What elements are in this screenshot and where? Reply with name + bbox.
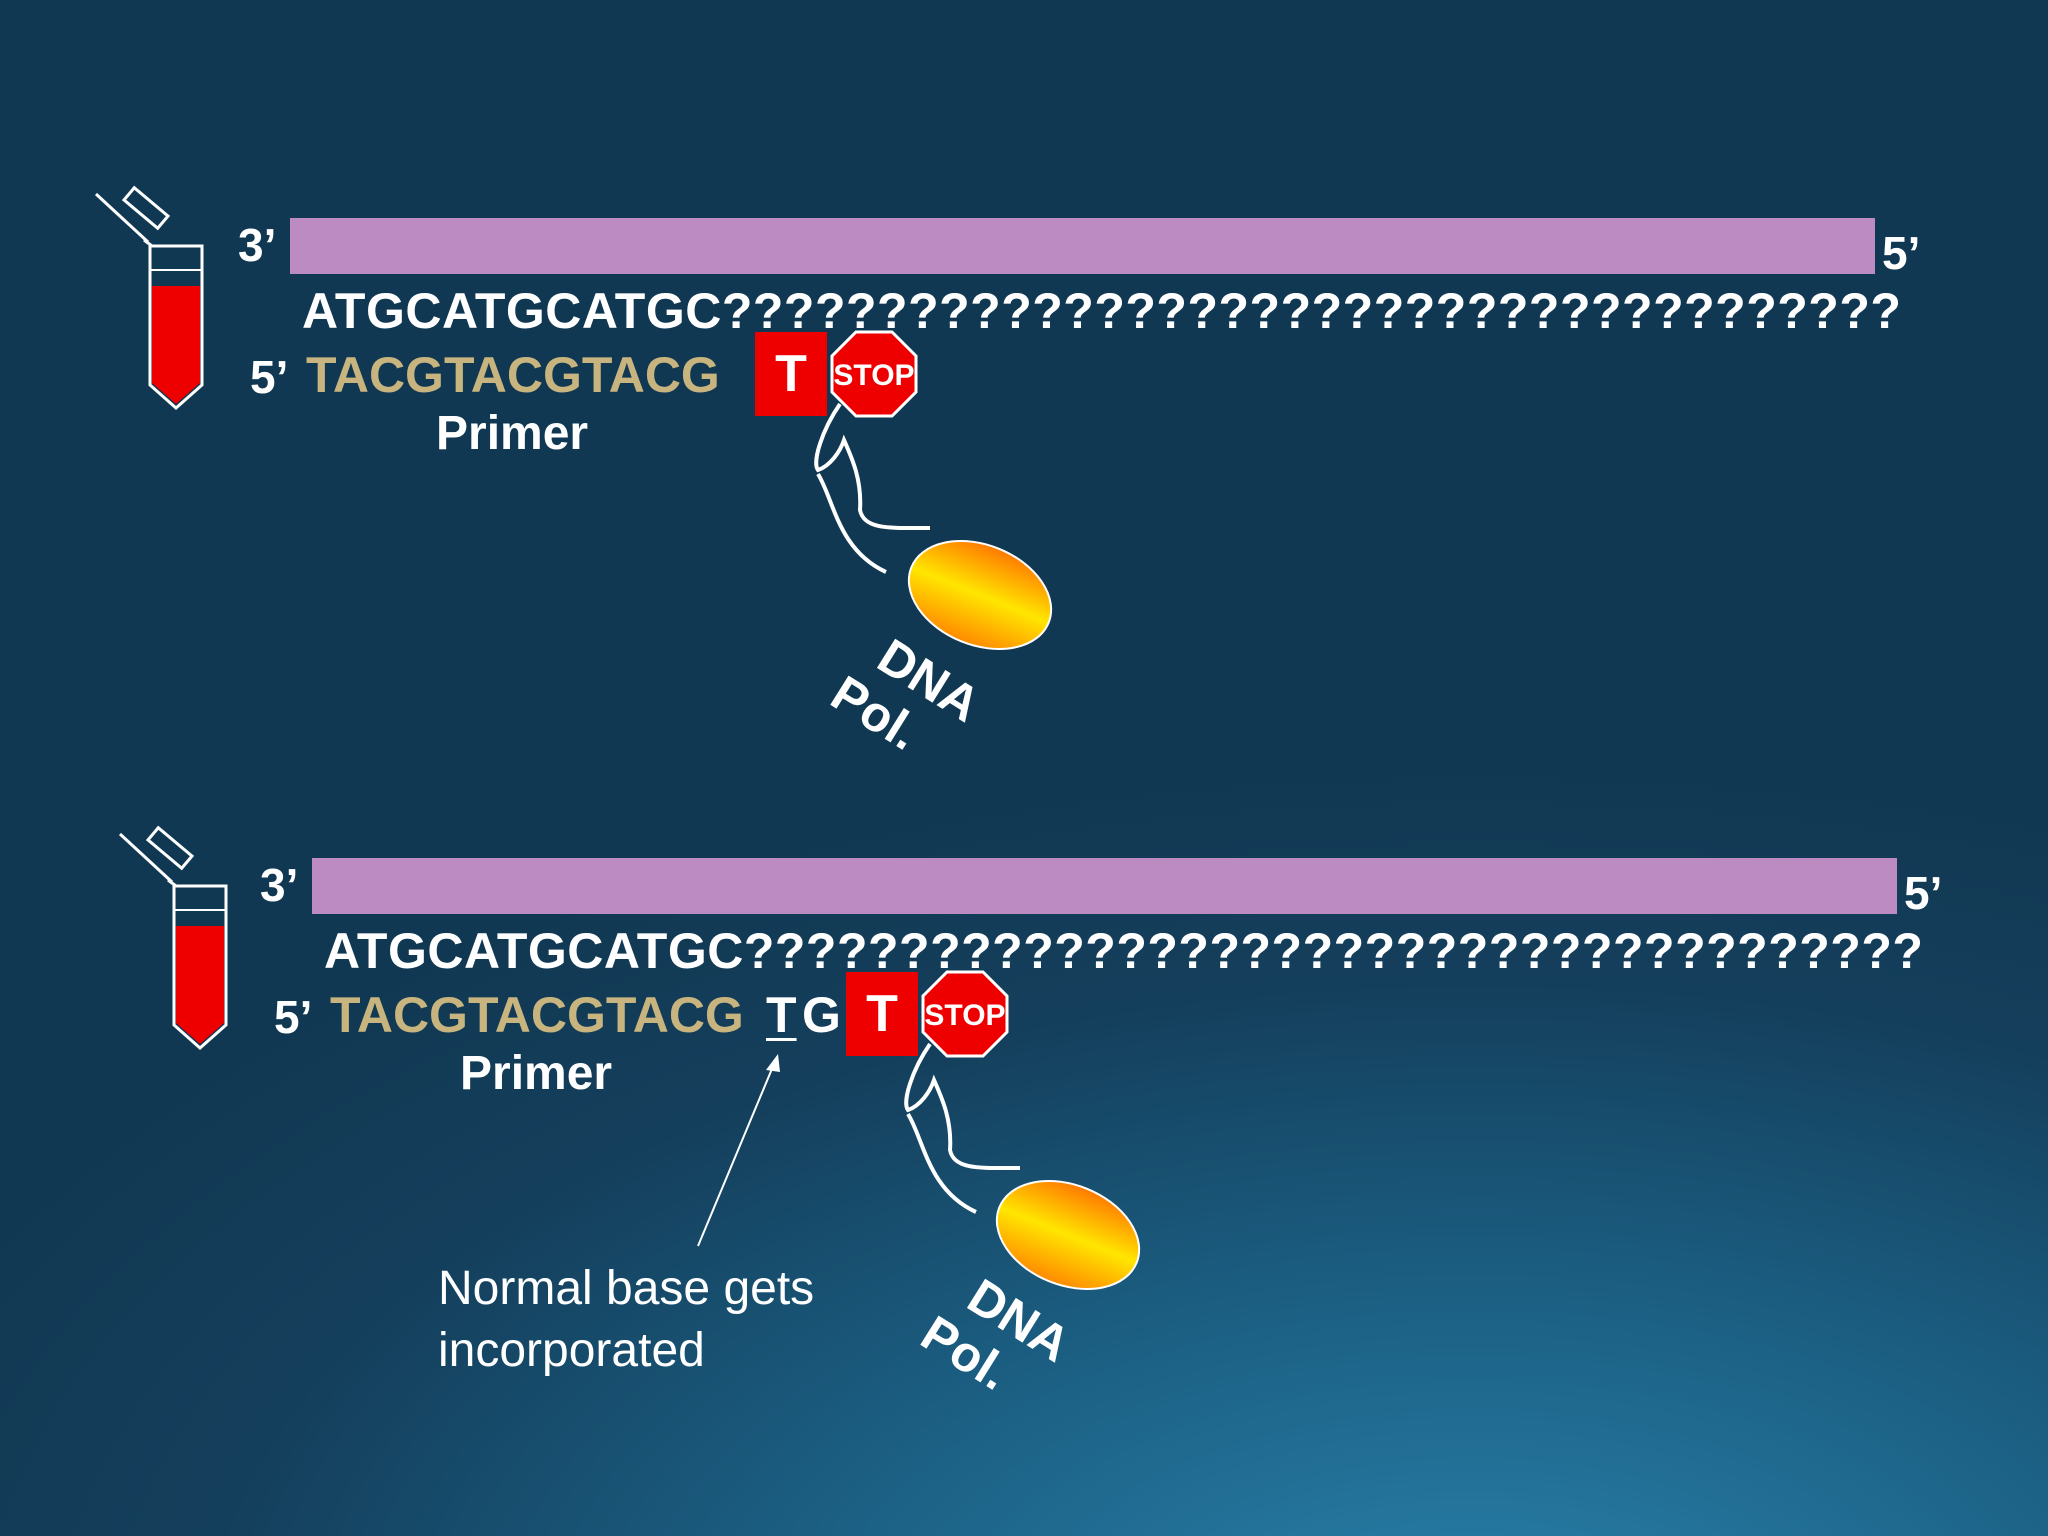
panel-normal-incorporation: 3’ 5’ ATGCATGCATGC??????????????????????… [0,825,2048,1470]
template-strand [290,218,1875,274]
extended-base: G [802,987,841,1043]
primer-5prime-label: 5’ [250,351,289,403]
primer-label: Primer [436,407,589,460]
incorporation-note-line1: Normal base gets [438,1262,815,1315]
terminator-base-box: T [755,332,827,416]
template-5prime-label: 5’ [1882,227,1921,279]
primer-5prime-label: 5’ [274,991,313,1043]
dna-polymerase-label: DNA Pol. [822,628,990,780]
dna-polymerase-icon [995,1179,1141,1291]
terminator-base-label: T [775,345,807,403]
dna-polymerase-icon [907,539,1053,651]
dna-polymerase-label: DNA Pol. [912,1268,1080,1420]
stop-sign-label: STOP [833,359,914,392]
template-5prime-label: 5’ [1904,867,1943,919]
primer-sequence: TACGTACGTACG [330,987,744,1043]
eppendorf-tube-icon [118,825,228,1051]
template-strand [312,858,1897,914]
stop-sign-icon: STOP [921,970,1009,1058]
template-sequence: ATGCATGCATGC????????????????????????????… [324,923,1924,979]
terminator-base-box: T [846,972,918,1056]
incorporation-note-line2: incorporated [438,1324,705,1377]
stop-sign-label: STOP [924,999,1005,1032]
template-sequence: ATGCATGCATGC????????????????????????????… [302,283,1902,339]
polymerase-tether [904,1042,1021,1214]
template-3prime-label: 3’ [260,859,299,911]
stop-sign-icon: STOP [830,330,918,418]
incorporation-note: Normal base gets incorporated [438,1258,814,1382]
pointer-arrow [697,1054,780,1247]
primer-label: Primer [460,1047,613,1100]
eppendorf-tube-icon [94,185,204,411]
polymerase-tether [814,402,931,574]
incorporated-base: T [766,987,797,1043]
terminator-base-label: T [866,985,898,1043]
primer-sequence: TACGTACGTACG [306,347,720,403]
panel-ddntp-termination: 3’ 5’ ATGCATGCATGC??????????????????????… [0,185,2048,830]
template-3prime-label: 3’ [238,219,277,271]
